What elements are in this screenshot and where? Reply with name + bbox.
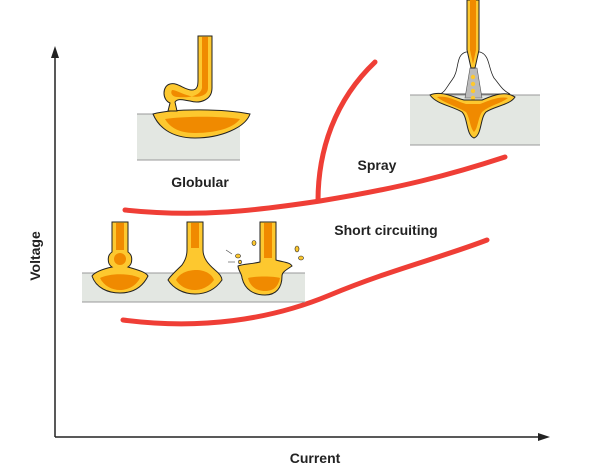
spatter-lines xyxy=(225,249,235,263)
short-circuiting-label: Short circuiting xyxy=(334,222,437,238)
spray-illustration: Spray xyxy=(358,0,540,173)
x-axis-arrow-icon xyxy=(538,433,550,441)
x-axis-label: Current xyxy=(290,450,341,466)
short-circuit-stage-3 xyxy=(225,221,304,296)
short-circuiting-illustration: Short circuiting xyxy=(82,221,438,303)
y-axis-arrow-icon xyxy=(51,46,59,58)
short-circuit-stage-2 xyxy=(167,221,223,295)
lower-boundary-curve xyxy=(120,237,490,327)
globular-label: Globular xyxy=(171,174,229,190)
globular-illustration: Globular xyxy=(137,35,251,190)
axes: Current Voltage xyxy=(27,46,550,466)
spray-label: Spray xyxy=(358,157,397,173)
y-axis-label: Voltage xyxy=(27,231,43,281)
spatter-droplets xyxy=(235,240,304,265)
short-circuit-stage-1 xyxy=(91,221,149,294)
transition-curves xyxy=(120,59,508,327)
spray-boundary-curve xyxy=(315,59,378,204)
